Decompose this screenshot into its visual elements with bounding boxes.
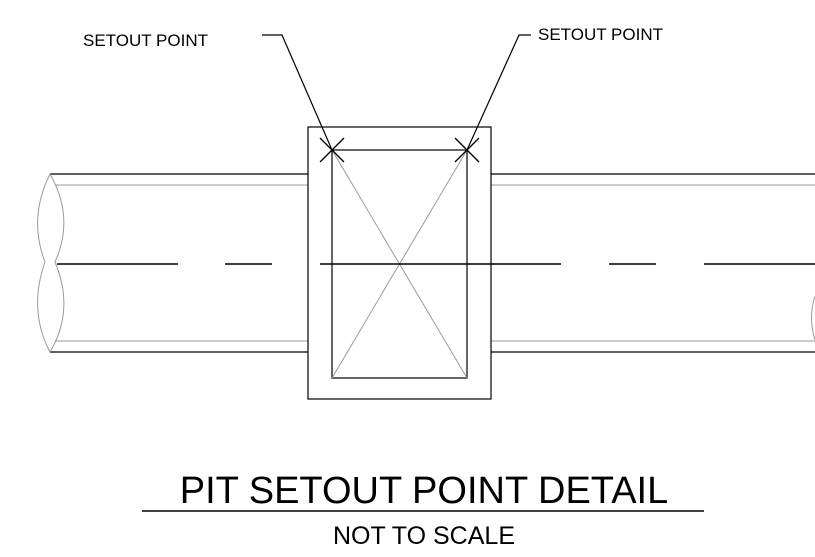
scale-note: NOT TO SCALE	[333, 522, 515, 550]
setout-point-label-left: SETOUT POINT	[83, 31, 208, 50]
leader-line-right	[466, 34, 531, 151]
pipe-left	[37, 173, 308, 353]
detail-title: PIT SETOUT POINT DETAIL	[180, 470, 669, 512]
pit-outline	[307, 126, 492, 400]
pipe-right	[491, 173, 815, 353]
leader-line-left	[262, 34, 333, 151]
setout-point-label-right: SETOUT POINT	[538, 25, 663, 44]
pit-outer-wall	[307, 126, 492, 400]
